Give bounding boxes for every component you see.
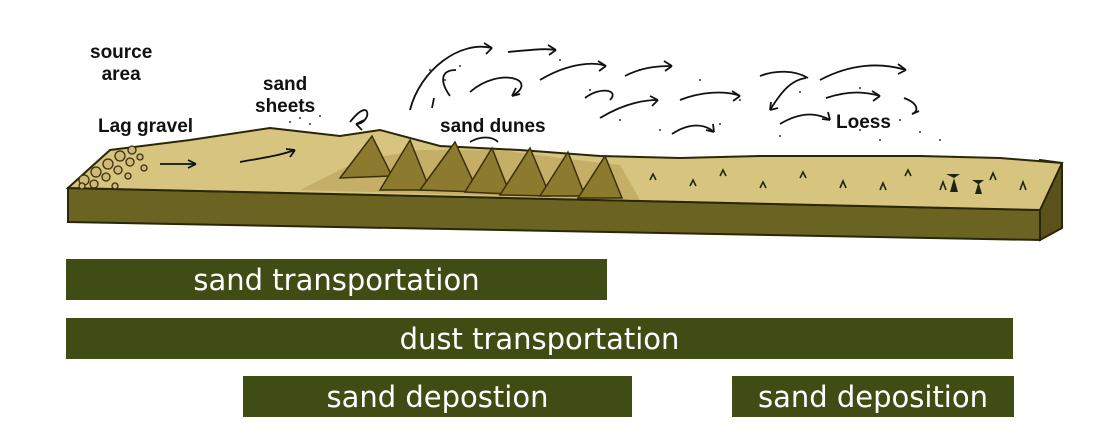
lag-gravel-pebbles — [78, 145, 148, 190]
curl-arrow — [349, 109, 369, 125]
sand-deposition-right-bar: sand deposition — [732, 376, 1014, 417]
shrubs — [946, 174, 984, 194]
wind-arrows — [160, 42, 920, 169]
source-area-label: source area — [90, 42, 153, 85]
sand-dunes-label: sand dunes — [440, 116, 546, 137]
loess-label: Loess — [836, 112, 891, 133]
sand-sheets-label: sand sheets — [255, 74, 316, 117]
lag-gravel-label: Lag gravel — [98, 116, 194, 137]
sand-dunes — [338, 134, 624, 199]
sheet-arrow — [239, 149, 296, 163]
sand-deposition-left-bar: sand depostion — [243, 376, 632, 417]
vegetation — [649, 168, 1027, 191]
dust-transportation-bar: dust transportation — [66, 318, 1013, 359]
sand-transportation-bar: sand transportation — [66, 259, 607, 300]
